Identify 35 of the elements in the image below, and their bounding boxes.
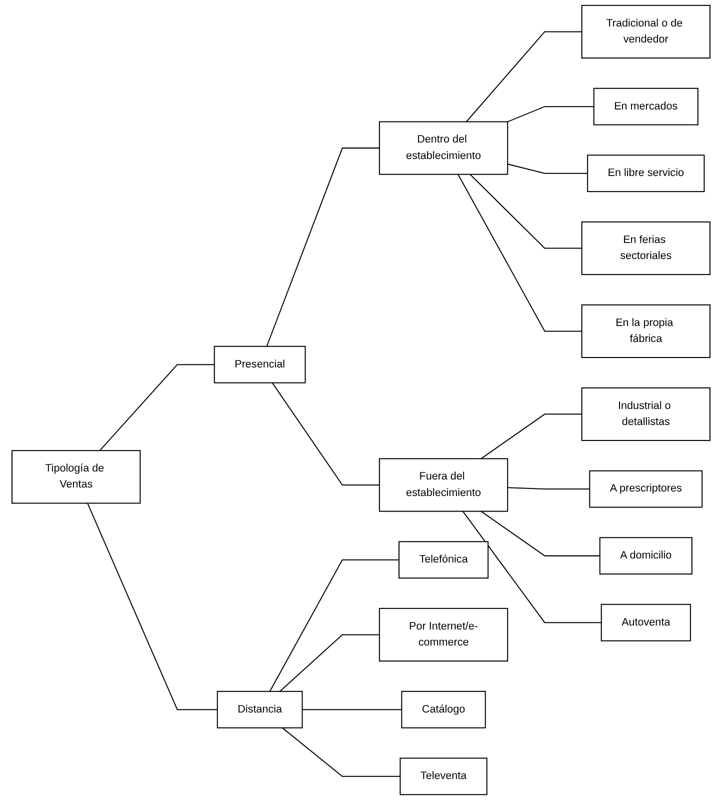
connector (269, 559, 399, 692)
connector (470, 174, 582, 249)
node-box: En libre servicio (587, 154, 705, 192)
node-box: Distancia (216, 690, 303, 728)
node-box: Tradicional o de vendedor (581, 4, 710, 59)
node-box: Dentro del establecimiento (378, 121, 508, 175)
connector (507, 164, 588, 174)
node-box: Presencial (214, 346, 306, 384)
connector (302, 709, 402, 710)
node-box: A domicilio (599, 537, 692, 575)
node-box: Televenta (400, 758, 488, 796)
node-box: En la propia fábrica (581, 304, 710, 358)
node-box: En mercados (593, 88, 698, 126)
connector (266, 148, 380, 347)
node-box: A prescriptores (589, 470, 703, 508)
node-box: Telefónica (398, 541, 489, 579)
connector (508, 487, 590, 490)
connector (458, 174, 582, 332)
connector (280, 634, 380, 692)
connector (282, 727, 400, 777)
connector (87, 503, 218, 710)
node-box: Tipología de Ventas (12, 450, 141, 504)
node-box: En ferias sectoriales (581, 221, 710, 276)
connector (466, 31, 582, 122)
node-box: Por Internet/e-commerce (378, 608, 508, 662)
node-box: Fuera del establecimiento (378, 458, 508, 512)
connector (507, 106, 594, 122)
connector (462, 511, 602, 624)
node-box: Catálogo (401, 690, 486, 728)
node-box: Industrial o detallistas (581, 387, 710, 441)
connector (480, 510, 600, 556)
connector (480, 414, 582, 460)
connector (272, 382, 380, 486)
connector (99, 364, 214, 451)
node-box: Autoventa (600, 604, 691, 642)
